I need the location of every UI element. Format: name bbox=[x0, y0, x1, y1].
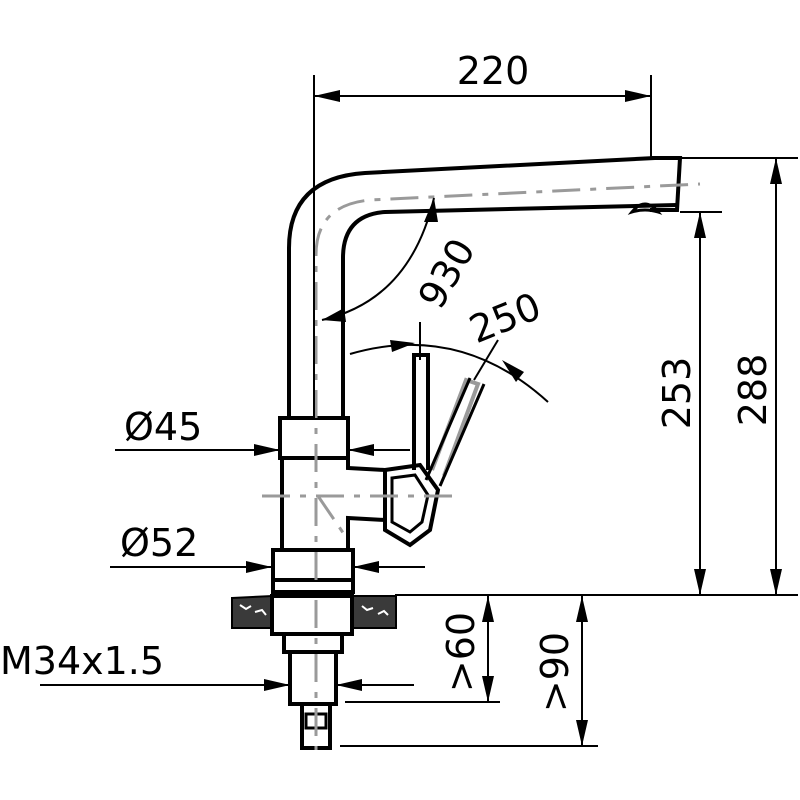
shank-thread bbox=[288, 650, 338, 706]
dim-diameter-45-label: Ø45 bbox=[124, 405, 202, 449]
lower-collar bbox=[271, 548, 355, 582]
lever-handle-alt-outline bbox=[424, 377, 486, 487]
dim-diameter-52: Ø52 bbox=[110, 521, 425, 573]
dim-spout-reach: 220 bbox=[313, 49, 652, 420]
dim-diameter-52-label: Ø52 bbox=[120, 521, 198, 565]
dim-diameter-45: Ø45 bbox=[115, 405, 410, 456]
lever-handle-alt bbox=[430, 377, 481, 477]
spout-outer-edge bbox=[287, 156, 656, 418]
dim-min-90-label: >90 bbox=[533, 632, 577, 712]
lever-handle bbox=[412, 353, 430, 470]
upper-collar bbox=[278, 416, 350, 460]
lever-head-inner bbox=[390, 473, 430, 534]
dim-spout-height-label: 253 bbox=[655, 357, 699, 430]
shank-upper bbox=[282, 632, 344, 654]
dim-swivel-angle: 930 bbox=[321, 197, 484, 322]
centerlines bbox=[262, 182, 701, 750]
dim-thread: M34x1.5 bbox=[0, 639, 414, 691]
dim-swivel-angle-label: 930 bbox=[410, 231, 484, 316]
diagonal-centerline bbox=[316, 495, 350, 541]
dim-lever-angle-label: 250 bbox=[463, 284, 547, 352]
dim-min-counter: >60 >90 bbox=[340, 596, 598, 747]
base-plate bbox=[271, 578, 355, 594]
spout-inner-edge bbox=[341, 203, 678, 418]
dim-heights: 288 253 bbox=[395, 157, 798, 596]
dim-thread-label: M34x1.5 bbox=[0, 639, 164, 683]
spout-centerline bbox=[314, 182, 701, 580]
mounting-nut bbox=[270, 594, 354, 636]
faucet-outline bbox=[231, 156, 683, 750]
dim-min-60-label: >60 bbox=[439, 612, 483, 692]
dim-total-height-label: 288 bbox=[731, 354, 775, 427]
main-body bbox=[280, 458, 387, 552]
dim-spout-reach-label: 220 bbox=[457, 49, 530, 93]
lever-head bbox=[383, 462, 441, 548]
countertop-texture bbox=[239, 604, 389, 616]
aerator bbox=[627, 202, 663, 215]
